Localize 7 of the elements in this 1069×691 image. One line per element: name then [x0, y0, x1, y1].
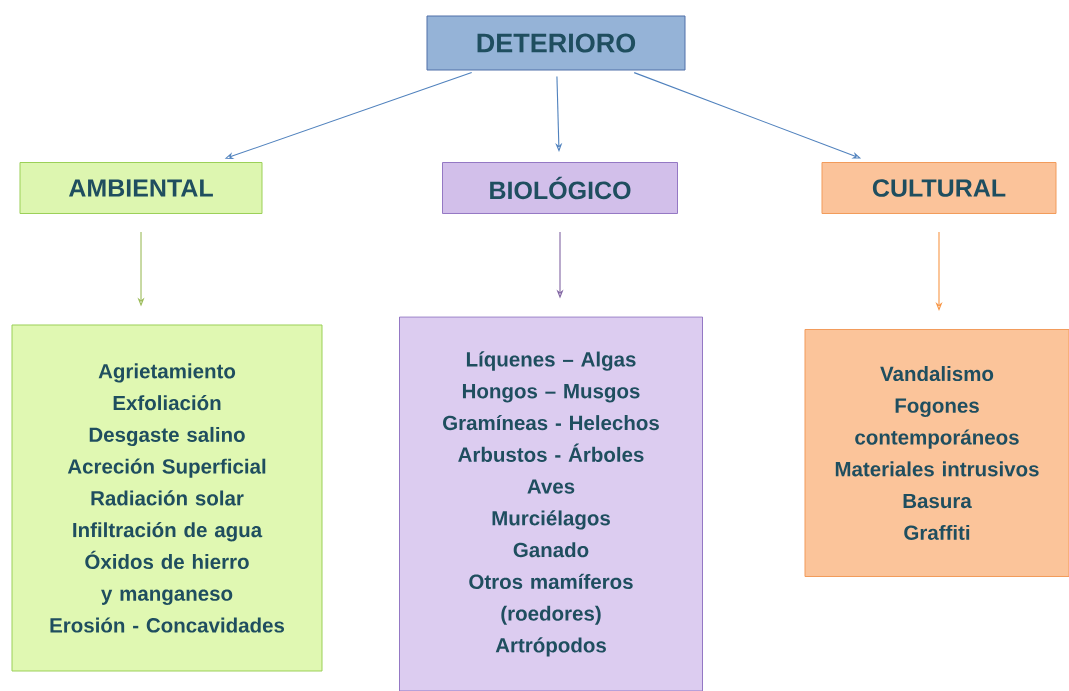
title-box: DETERIORO — [426, 15, 686, 71]
list-box: Líquenes – Algas Hongos – Musgos Gramíneas - Helechos Arbustos - Árboles Aves Murciélagos Ganado Otros mamíferos (roedores) Artrópodos — [399, 316, 703, 691]
category-box: CULTURAL — [821, 162, 1057, 214]
list-box: Agrietamiento Exfoliación Desgaste salino Acreción Superficial Radiación solar Infiltración de agua Óxidos de hierro y manganeso Erosión - Concavidades — [11, 324, 323, 672]
category-box: BIOLÓGICO — [442, 162, 678, 214]
list-box: Vandalismo Fogones contemporáneos Materiales intrusivos Basura Graffiti — [804, 329, 1069, 577]
category-box: AMBIENTAL — [19, 162, 263, 214]
